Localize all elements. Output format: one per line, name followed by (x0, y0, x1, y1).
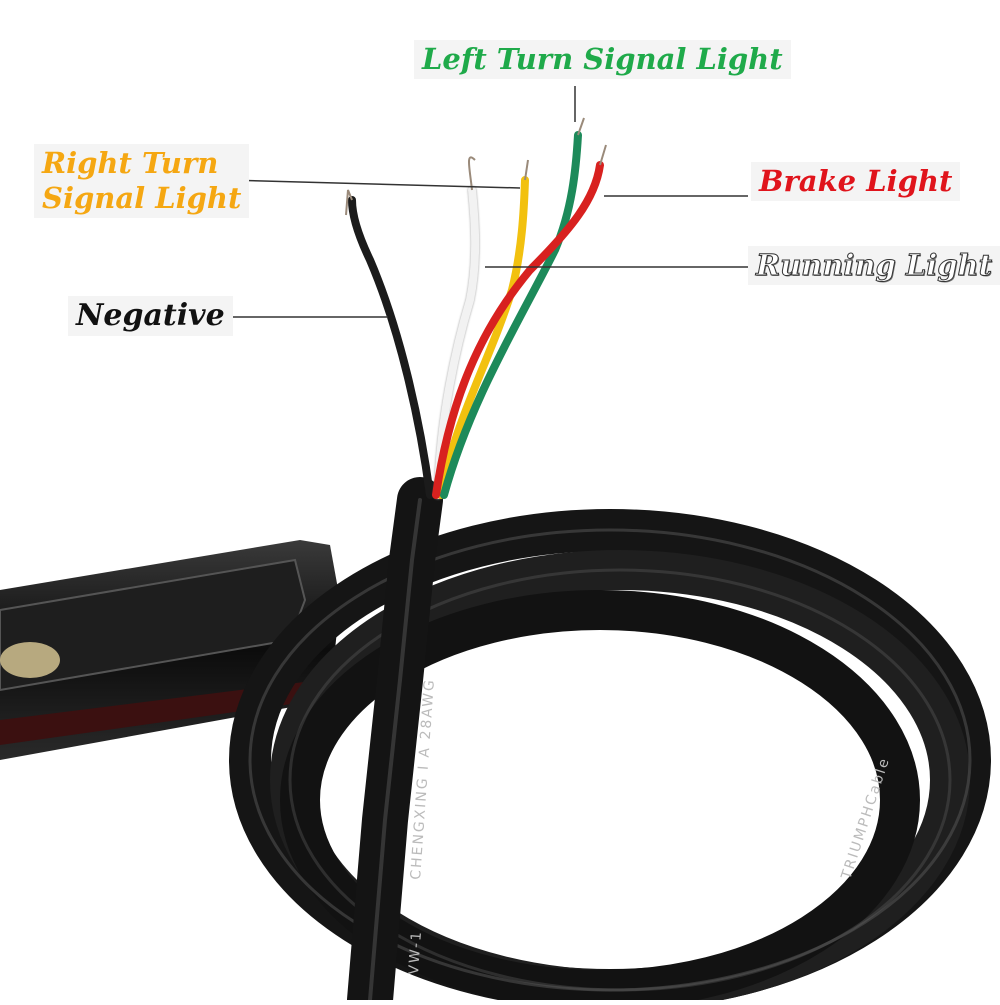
coiled-cable (229, 477, 991, 1005)
led-lamp (0, 642, 60, 678)
right-turn-signal-text-line1: Right Turn (42, 146, 219, 180)
right-turn-signal-label: Right Turn Signal Light (34, 144, 250, 218)
right-turn-signal-text-line2: Signal Light (42, 180, 242, 215)
negative-text: Negative (76, 298, 225, 333)
running-light-text: Running Light (756, 248, 993, 283)
running-light-label: Running Light (748, 246, 1000, 285)
black-wire (348, 196, 434, 499)
wire-tips (345, 117, 607, 216)
green-wire (440, 131, 582, 499)
left-turn-signal-label: Left Turn Signal Light (414, 40, 791, 79)
wires (348, 131, 604, 499)
brake-light-text: Brake Light (759, 164, 953, 198)
white-wire (434, 186, 480, 499)
led-light-bar (0, 540, 340, 760)
negative-label: Negative (68, 296, 233, 336)
red-wire (432, 161, 604, 499)
brake-light-label: Brake Light (751, 162, 961, 201)
left-turn-signal-text: Left Turn Signal Light (422, 42, 783, 76)
leader-lines (227, 86, 748, 318)
cable-print-2: VW-1 (406, 929, 425, 975)
